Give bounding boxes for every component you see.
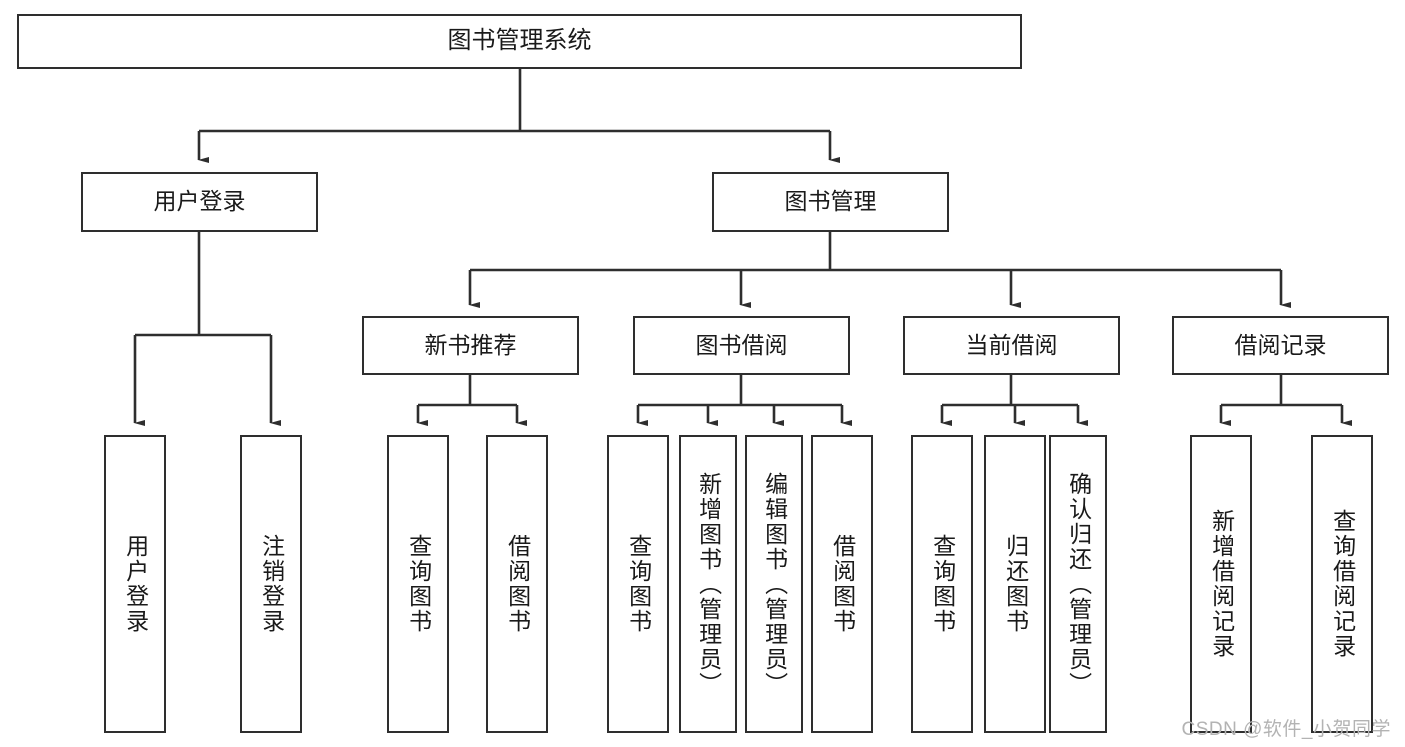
node-book-borrow[interactable]: 图书借阅 bbox=[633, 316, 850, 375]
node-leaf-borrow-book-1[interactable]: 借阅图书 bbox=[486, 435, 548, 733]
node-leaf-query-book-1[interactable]: 查询图书 bbox=[387, 435, 449, 733]
node-leaf-user-login[interactable]: 用户登录 bbox=[104, 435, 166, 733]
node-borrow-record-label: 借阅记录 bbox=[1234, 331, 1327, 358]
node-user-login-label: 用户登录 bbox=[153, 188, 246, 215]
node-leaf-confirm-return[interactable]: 确认归还（管理员） bbox=[1049, 435, 1107, 733]
node-leaf-user-login-label: 用户登录 bbox=[122, 534, 149, 634]
node-book-manage[interactable]: 图书管理 bbox=[712, 172, 949, 232]
node-root[interactable]: 图书管理系统 bbox=[17, 14, 1022, 69]
watermark-text: CSDN @软件_小贺同学 bbox=[1181, 719, 1391, 740]
node-leaf-return-book[interactable]: 归还图书 bbox=[984, 435, 1046, 733]
node-root-label: 图书管理系统 bbox=[447, 27, 592, 55]
node-new-book-recommend[interactable]: 新书推荐 bbox=[362, 316, 579, 375]
node-leaf-return-book-label: 归还图书 bbox=[1002, 534, 1029, 634]
node-leaf-query-borrow-record[interactable]: 查询借阅记录 bbox=[1311, 435, 1373, 733]
node-current-borrow[interactable]: 当前借阅 bbox=[903, 316, 1120, 375]
node-leaf-borrow-book-1-label: 借阅图书 bbox=[504, 534, 531, 634]
node-leaf-edit-book[interactable]: 编辑图书（管理员） bbox=[745, 435, 803, 733]
node-new-book-recommend-label: 新书推荐 bbox=[424, 331, 517, 358]
node-leaf-add-borrow-record-label: 新增借阅记录 bbox=[1208, 509, 1235, 659]
node-leaf-query-book-1-label: 查询图书 bbox=[405, 534, 432, 634]
node-leaf-add-book[interactable]: 新增图书（管理员） bbox=[679, 435, 737, 733]
node-leaf-query-borrow-record-label: 查询借阅记录 bbox=[1329, 509, 1356, 659]
node-leaf-user-logout[interactable]: 注销登录 bbox=[240, 435, 302, 733]
node-leaf-borrow-book-2[interactable]: 借阅图书 bbox=[811, 435, 873, 733]
node-book-borrow-label: 图书借阅 bbox=[695, 331, 788, 358]
node-leaf-add-borrow-record[interactable]: 新增借阅记录 bbox=[1190, 435, 1252, 733]
node-leaf-add-book-label: 新增图书（管理员） bbox=[695, 471, 722, 697]
node-leaf-query-book-2[interactable]: 查询图书 bbox=[607, 435, 669, 733]
node-borrow-record[interactable]: 借阅记录 bbox=[1172, 316, 1389, 375]
node-current-borrow-label: 当前借阅 bbox=[965, 331, 1058, 358]
node-leaf-query-book-2-label: 查询图书 bbox=[625, 534, 652, 634]
node-leaf-query-book-3[interactable]: 查询图书 bbox=[911, 435, 973, 733]
node-leaf-user-logout-label: 注销登录 bbox=[258, 534, 285, 634]
node-leaf-confirm-return-label: 确认归还（管理员） bbox=[1065, 471, 1092, 697]
node-user-login[interactable]: 用户登录 bbox=[81, 172, 318, 232]
node-book-manage-label: 图书管理 bbox=[784, 188, 877, 215]
node-leaf-borrow-book-2-label: 借阅图书 bbox=[829, 534, 856, 634]
node-leaf-query-book-3-label: 查询图书 bbox=[929, 534, 956, 634]
node-leaf-edit-book-label: 编辑图书（管理员） bbox=[761, 471, 788, 697]
